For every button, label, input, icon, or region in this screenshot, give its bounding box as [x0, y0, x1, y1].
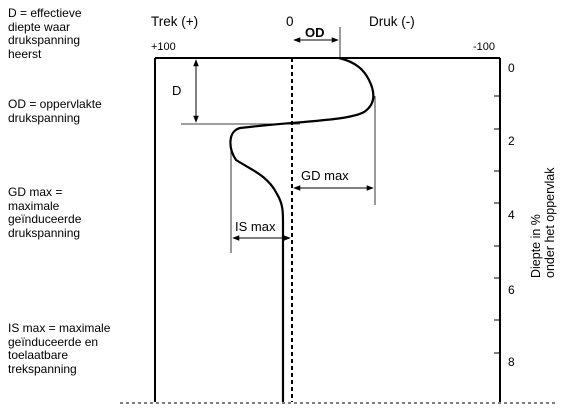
depth-tick-6: 6: [508, 283, 515, 297]
scale-left-label: +100: [151, 41, 176, 53]
depth-axis-label-line1: Diepte in %: [529, 214, 543, 278]
depth-axis-label-line2: onder het oppervlak: [543, 167, 557, 278]
legend-od-definition: OD = oppervlakte drukspanning: [8, 97, 102, 125]
legend-gd-max-definition: GD max = maximale geïnduceerde drukspann…: [8, 185, 82, 240]
depth-tick-marks: [494, 95, 500, 354]
tension-label: Trek (+): [151, 14, 199, 29]
is-max-label: IS max: [235, 219, 276, 234]
scale-right-label: -100: [473, 41, 496, 53]
legend-is-max-definition: IS max = maximale geïnduceerde en toelaa…: [8, 321, 111, 376]
compression-label: Druk (-): [369, 14, 415, 29]
gd-max-label: GD max: [301, 168, 349, 183]
stress-curve: [229, 56, 375, 402]
depth-tick-2: 2: [508, 134, 515, 148]
d-label: D: [172, 83, 181, 98]
legend-d-definition: D = effectieve diepte waar drukspanning …: [8, 6, 82, 61]
zero-label: 0: [286, 14, 294, 29]
od-label: OD: [305, 25, 325, 40]
depth-tick-0: 0: [508, 61, 515, 75]
depth-tick-4: 4: [508, 208, 515, 222]
depth-tick-8: 8: [508, 355, 515, 369]
